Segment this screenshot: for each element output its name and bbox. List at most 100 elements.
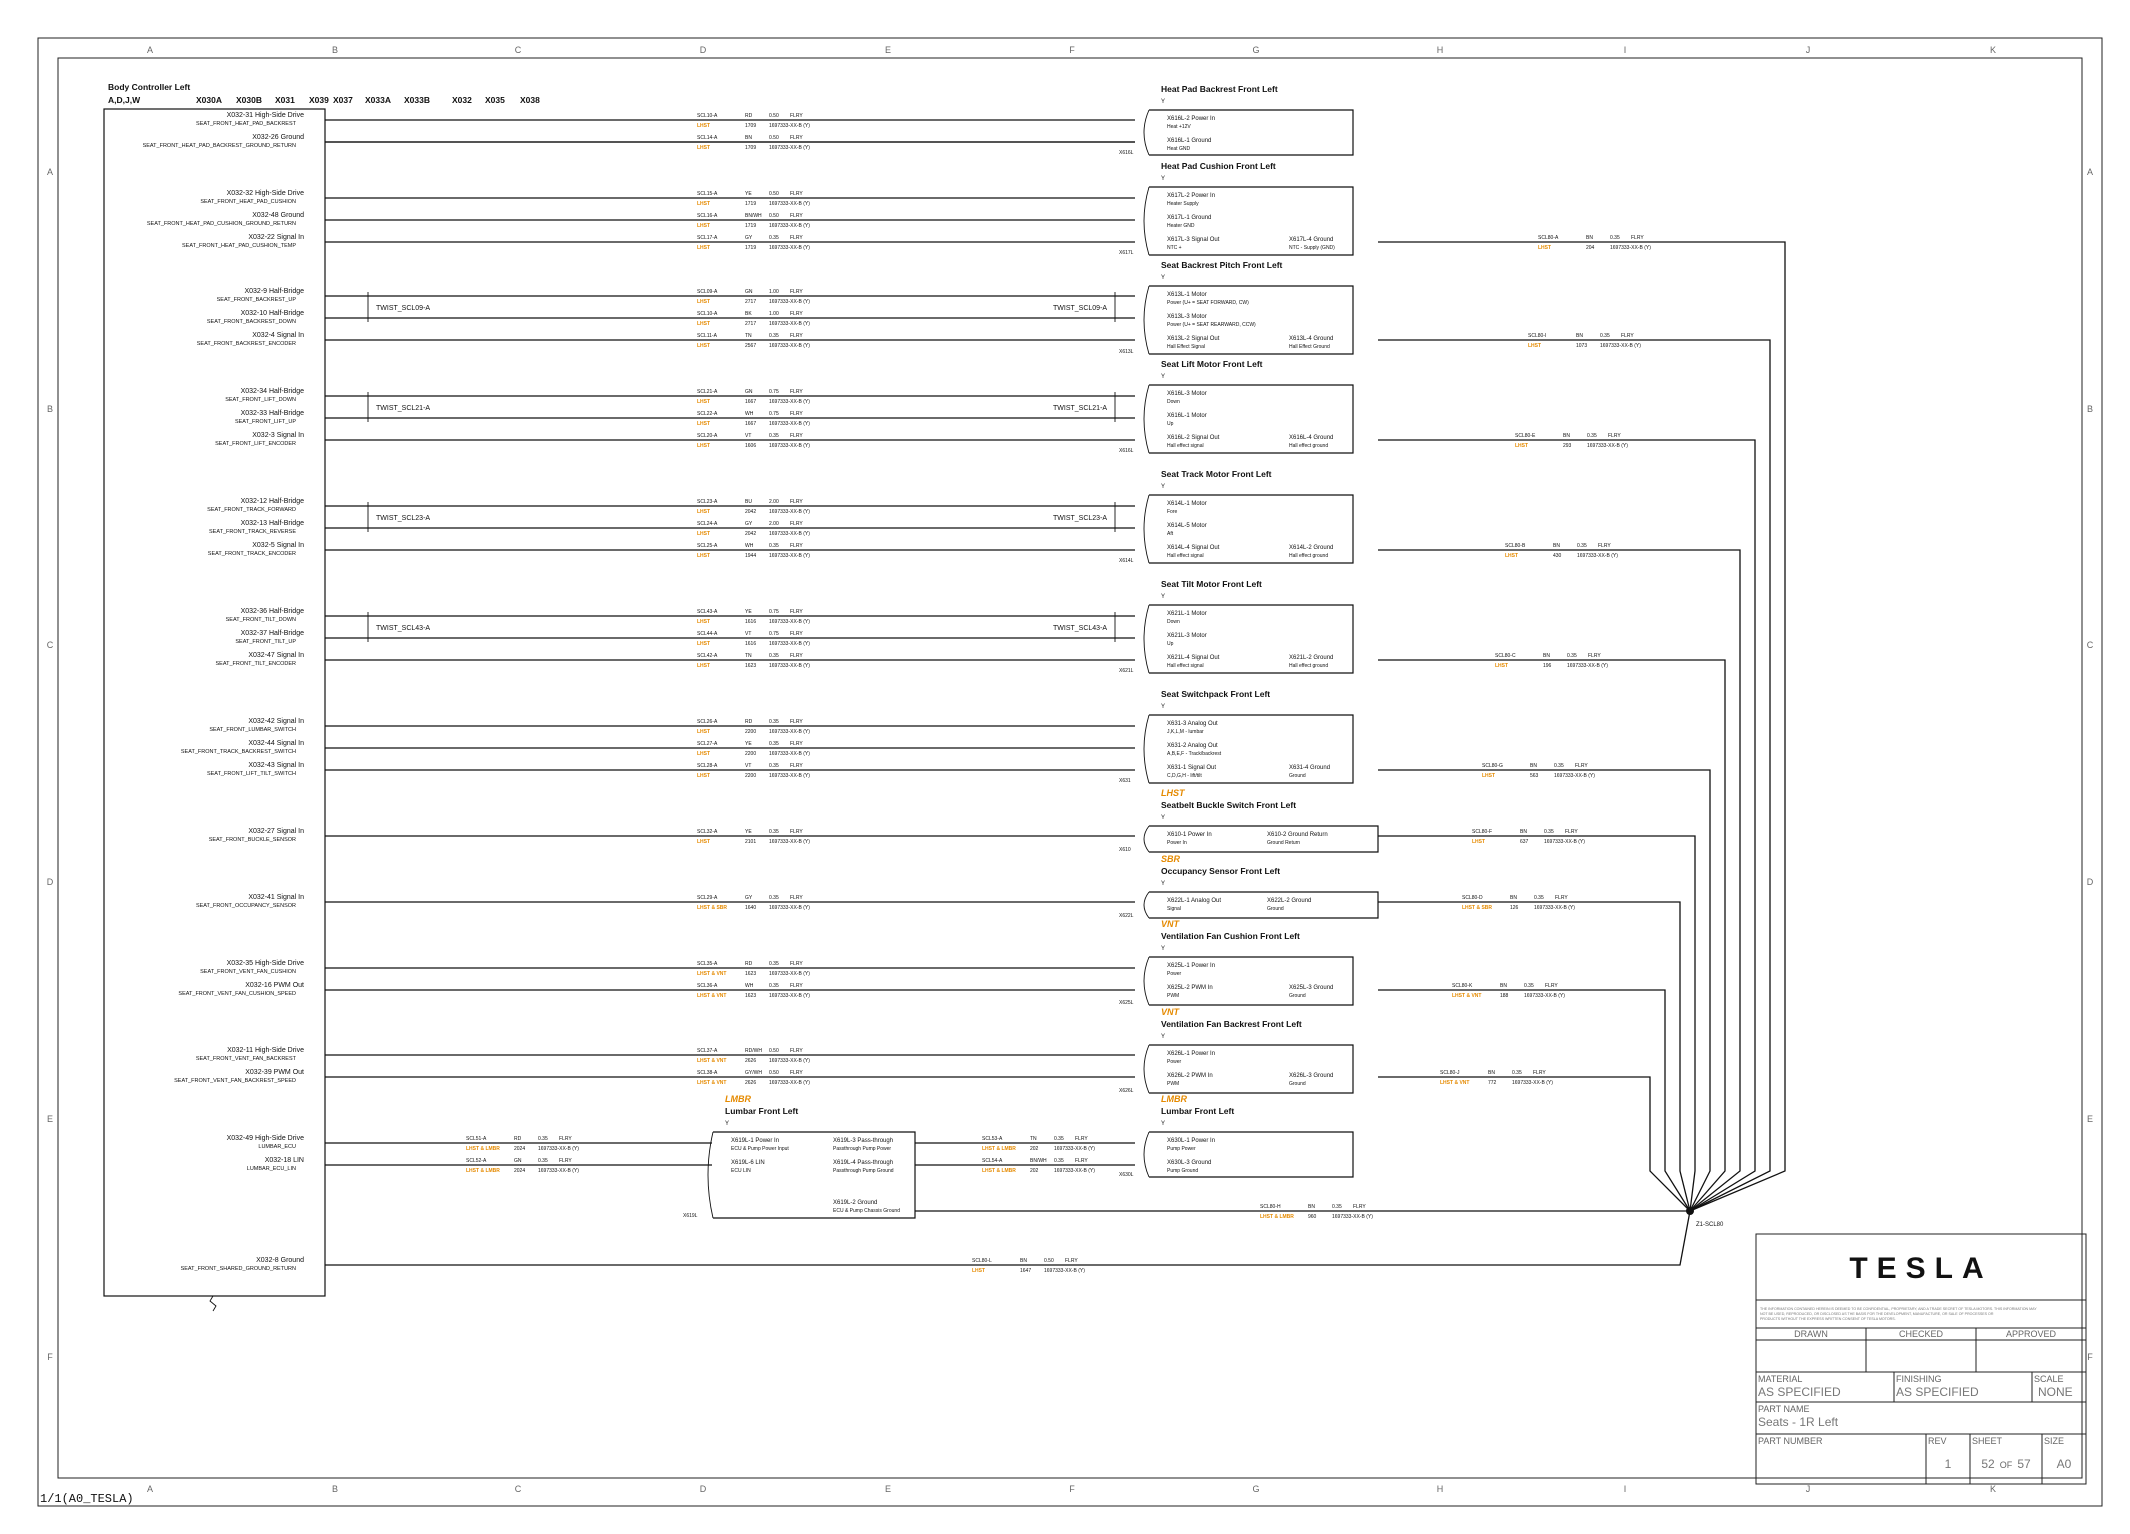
component-pin-desc: Ground: [1289, 773, 1306, 779]
wire-harness-code: LHST: [697, 509, 710, 515]
wire-length: 1667: [745, 399, 756, 405]
wire-length: 1719: [745, 201, 756, 207]
wire-type: FLRY: [790, 1048, 803, 1054]
grid-col-bottom: C: [515, 1484, 522, 1494]
component-y: Y: [1161, 1034, 1165, 1040]
component-pin-desc: Hall effect ground: [1289, 443, 1328, 449]
wire-part: 1697333-XX-B (Y): [769, 299, 810, 305]
wire-length: 2101: [745, 839, 756, 845]
component-box: [1149, 1131, 1354, 1178]
wire-harness-code: LHST & LMBR: [982, 1146, 1016, 1152]
component-pin: X625L-3 Ground: [1289, 985, 1333, 991]
wire-type: FLRY: [790, 135, 803, 141]
wire-type: FLRY: [790, 653, 803, 659]
wire-harness-code: LHST: [697, 145, 710, 151]
partname-label: PART NAME: [1758, 1404, 1810, 1414]
component-pin-desc: Heat +12V: [1167, 124, 1191, 130]
grid-row-left: D: [47, 877, 54, 887]
wire-part: 1697333-XX-B (Y): [769, 839, 810, 845]
wire-length: 2042: [745, 509, 756, 515]
twist-label-left: TWIST_SCL09-A: [376, 305, 430, 312]
component-pin: X614L-1 Motor: [1167, 501, 1207, 507]
component-pin-desc: Hall effect signal: [1167, 443, 1204, 449]
controller-pin: X032-34 Half-Bridge: [241, 388, 305, 395]
component-pin-desc: Ground: [1289, 1081, 1306, 1087]
wire-length: 1647: [1020, 1268, 1031, 1274]
wire-id: SCL80-D: [1462, 895, 1483, 901]
wire-length: 563: [1530, 773, 1539, 779]
connector-curve: [1143, 604, 1150, 674]
component-pin-desc: Power In: [1167, 840, 1187, 846]
component-pin: X619L-6 LIN: [731, 1160, 765, 1166]
wire-length: 1667: [745, 421, 756, 427]
component-box: [1149, 186, 1354, 256]
ground-wire: [1378, 901, 1691, 1212]
connector-label: X035: [485, 95, 505, 105]
wire-type: FLRY: [790, 411, 803, 417]
confidentiality-notice: NOT BE USED, REPRODUCED, OR DISCLOSED AS…: [1760, 1312, 1994, 1316]
wire-part: 1697333-XX-B (Y): [769, 729, 810, 735]
connector-tag: X630L: [1119, 1172, 1134, 1178]
partnumber-label: PART NUMBER: [1758, 1436, 1823, 1446]
controller-pin: X032-42 Signal In: [248, 718, 304, 725]
controller-signal: SEAT_FRONT_HEAT_PAD_BACKREST_GROUND_RETU…: [143, 143, 296, 149]
component-y: Y: [725, 1121, 729, 1127]
wire-type: FLRY: [559, 1136, 572, 1142]
sheet-value: 52: [1981, 1457, 1995, 1471]
wire-id: SCL27-A: [697, 741, 718, 747]
component-pin: X616L-1 Motor: [1167, 413, 1207, 419]
component-title: Seat Lift Motor Front Left: [1161, 359, 1263, 369]
connector-curve: [1143, 956, 1150, 1006]
component-pin-desc: ECU LIN: [731, 1168, 751, 1174]
wire-part: 1697333-XX-B (Y): [769, 905, 810, 911]
controller-pin: X032-39 PWM Out: [245, 1069, 304, 1076]
wire-harness-code: LHST & VNT: [1452, 993, 1481, 999]
wire-length: 1709: [745, 145, 756, 151]
wire-harness-code: LHST & LMBR: [466, 1146, 500, 1152]
wire-part: 1697333-XX-B (Y): [1044, 1268, 1085, 1274]
wire-length: 2717: [745, 299, 756, 305]
controller-signal: SEAT_FRONT_TILT_ENCODER: [216, 661, 297, 667]
component-box: [1149, 384, 1354, 454]
wire-length: 1623: [745, 971, 756, 977]
wire-part: 1697333-XX-B (Y): [1512, 1080, 1553, 1086]
wire-color: BN: [1488, 1070, 1495, 1076]
controller-pin: X032-4 Signal In: [252, 332, 304, 339]
wire-id: SCL29-A: [697, 895, 718, 901]
wire-length: 126: [1510, 905, 1519, 911]
wire-gauge: 0.35: [1554, 763, 1564, 769]
twist-label-left: TWIST_SCL43-A: [376, 625, 430, 632]
grid-row-left: C: [47, 640, 54, 650]
controller-signal: SEAT_FRONT_LIFT_TILT_SWITCH: [207, 771, 296, 777]
component-pin: X631-4 Ground: [1289, 765, 1330, 771]
twist-label-right: TWIST_SCL43-A: [1053, 625, 1107, 632]
wire-id: SCL42-A: [697, 653, 718, 659]
component-pin: X614L-4 Signal Out: [1167, 545, 1220, 551]
ground-wire: [1378, 989, 1691, 1212]
controller-signal: SEAT_FRONT_HEAT_PAD_CUSHION: [200, 199, 296, 205]
wire-part: 1697333-XX-B (Y): [769, 663, 810, 669]
wire-type: FLRY: [1075, 1136, 1088, 1142]
wire-harness-code: LHST: [697, 343, 710, 349]
controller-signal: SEAT_FRONT_TRACK_BACKREST_SWITCH: [181, 749, 296, 755]
component-pin: X617L-3 Signal Out: [1167, 237, 1220, 243]
component-pin: X610-2 Ground Return: [1267, 832, 1328, 838]
connector-tag: X625L: [1119, 1000, 1134, 1006]
wire-harness-code: LHST: [697, 399, 710, 405]
ground-wire: [1378, 835, 1696, 1212]
